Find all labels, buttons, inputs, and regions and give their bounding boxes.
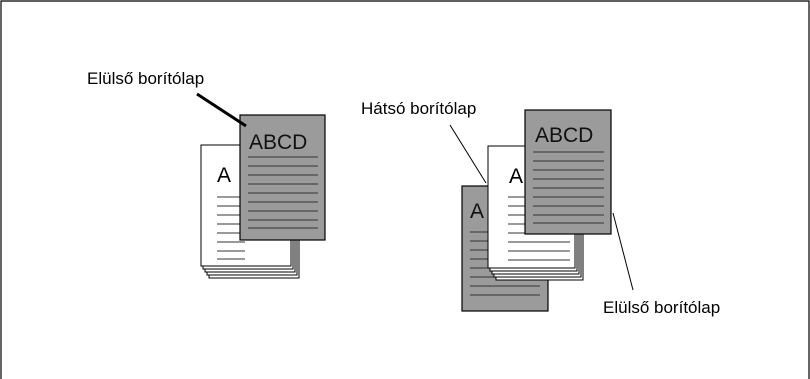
right-front-cover-label: Elülső borítólap (603, 298, 720, 317)
right-front-cover-leader (612, 212, 634, 291)
right-document-set: A A (361, 99, 720, 317)
right-white-page-heading: A (509, 165, 523, 188)
left-document-set: A ABCD (87, 69, 326, 279)
right-back-cover-heading: A (470, 200, 484, 223)
right-back-cover-leader (449, 124, 487, 184)
left-front-cover-label: Elülső borítólap (87, 69, 204, 88)
right-cover-lines (533, 151, 604, 224)
right-back-cover-label: Hátsó borítólap (361, 99, 476, 118)
right-front-cover: ABCD (524, 109, 612, 235)
right-cover-heading: ABCD (535, 124, 593, 147)
left-cover-heading: ABCD (249, 131, 307, 154)
left-white-page-heading: A (217, 164, 231, 187)
left-front-cover: ABCD (239, 114, 326, 241)
left-cover-lines (248, 156, 318, 229)
left-front-cover-leader (196, 92, 247, 128)
